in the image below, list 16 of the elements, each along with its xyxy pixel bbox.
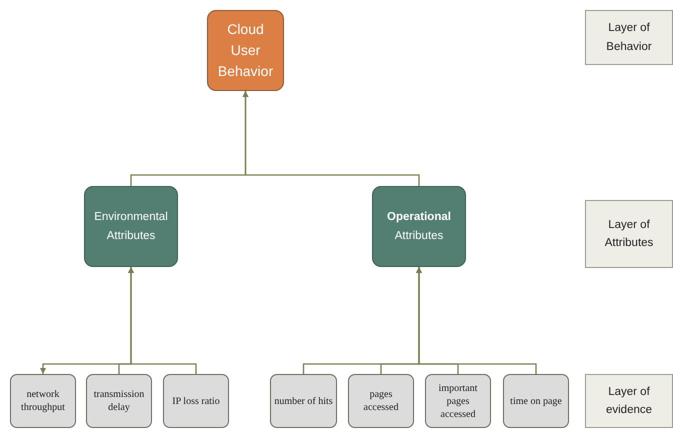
evidence-box: network throughput [10, 374, 76, 428]
evidence-box: time on page [503, 374, 569, 428]
evidence-box: number of hits [270, 374, 337, 428]
layer-box: Layer of Behavior [585, 10, 673, 65]
connector-arrow [128, 267, 197, 374]
layer-box: Layer of evidence [585, 374, 673, 428]
attribute-box: Environmental Attributes [84, 186, 178, 267]
connector-arrow [416, 267, 537, 374]
evidence-box: IP loss ratio [163, 374, 229, 428]
evidence-box: transmission delay [86, 374, 152, 428]
layer-box: Layer of Attributes [585, 200, 673, 268]
evidence-box: important pages accessed [425, 374, 491, 428]
attribute-box: Operational Attributes [372, 186, 466, 267]
connector-arrow [242, 91, 420, 186]
behavior-box: Cloud User Behavior [207, 10, 284, 91]
evidence-box: pages accessed [348, 374, 414, 428]
